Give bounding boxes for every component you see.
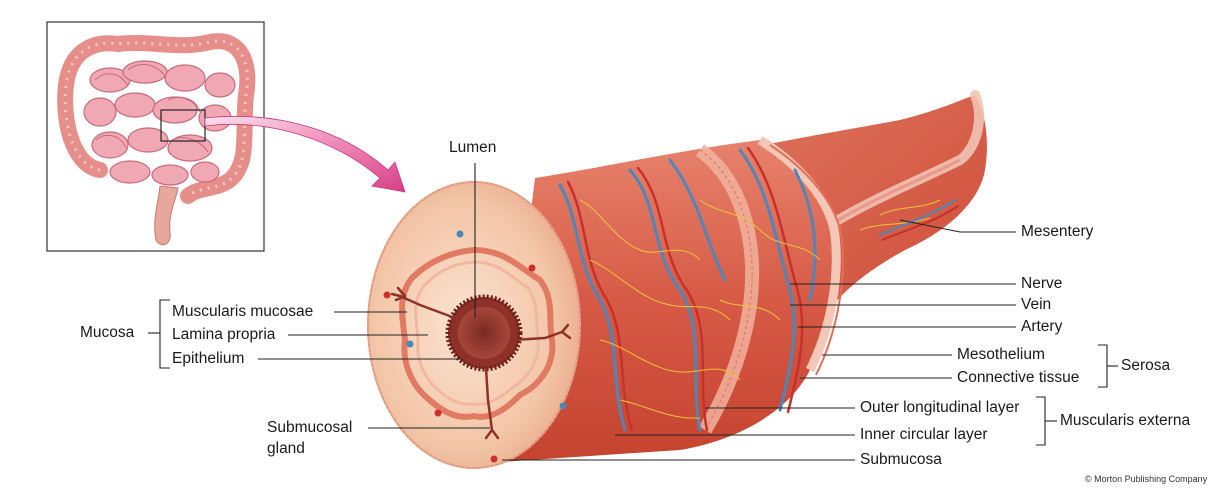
- face-vessels: [383, 230, 567, 463]
- label-lumen: Lumen: [449, 139, 497, 156]
- leader-mesentery-a: [899, 219, 961, 233]
- nerves: [579, 199, 941, 419]
- arteries: [566, 146, 804, 432]
- leader-lines: [148, 163, 1118, 461]
- bracket-mucosa: [159, 299, 170, 369]
- connective-tissue-edge: [757, 136, 841, 373]
- label-mesentery: Mesentery: [1021, 223, 1094, 240]
- submucosal-glands: [390, 286, 572, 440]
- label-lamina-propria: Lamina propria: [172, 326, 276, 343]
- label-submucosal-gland-line2: gland: [267, 440, 305, 457]
- label-outer-longitudinal-layer: Outer longitudinal layer: [860, 399, 1020, 416]
- intestine-inset: [46, 21, 265, 252]
- small-intestine-folds: [94, 63, 209, 153]
- mesothelium-edge: [769, 144, 844, 376]
- mesentery-vessels: [879, 199, 959, 241]
- lumen: [458, 307, 510, 359]
- mesentery-edge: [829, 158, 961, 227]
- submucosa-texture: [367, 181, 581, 469]
- credit-text: © Morton Publishing Company: [1085, 474, 1208, 484]
- zoom-arrow: [204, 115, 406, 193]
- bracket-serosa: [1098, 344, 1108, 388]
- rectum: [154, 185, 179, 246]
- lamina-propria-ring: [414, 260, 540, 406]
- label-nerve: Nerve: [1021, 275, 1063, 292]
- label-mucosa: Mucosa: [80, 324, 135, 341]
- label-submucosa: Submucosa: [860, 451, 942, 468]
- label-connective-tissue: Connective tissue: [957, 369, 1080, 386]
- label-epithelium: Epithelium: [172, 350, 245, 367]
- label-muscularis-externa: Muscularis externa: [1060, 412, 1191, 429]
- label-vein: Vein: [1021, 296, 1052, 313]
- large-intestine-haustra: [63, 39, 249, 198]
- label-mesothelium: Mesothelium: [957, 346, 1045, 363]
- label-submucosal-gland-line1: Submucosal: [267, 419, 353, 436]
- label-artery: Artery: [1021, 318, 1063, 335]
- label-muscularis-mucosae: Muscularis mucosae: [172, 303, 314, 320]
- outer-longitudinal-texture: [699, 149, 753, 431]
- label-serosa: Serosa: [1121, 357, 1171, 374]
- bracket-muscularis-externa: [1036, 396, 1046, 446]
- muscularis-mucosae-ring: [399, 246, 556, 420]
- label-inner-circular-layer: Inner circular layer: [860, 426, 988, 443]
- intestine-tube: [367, 90, 987, 469]
